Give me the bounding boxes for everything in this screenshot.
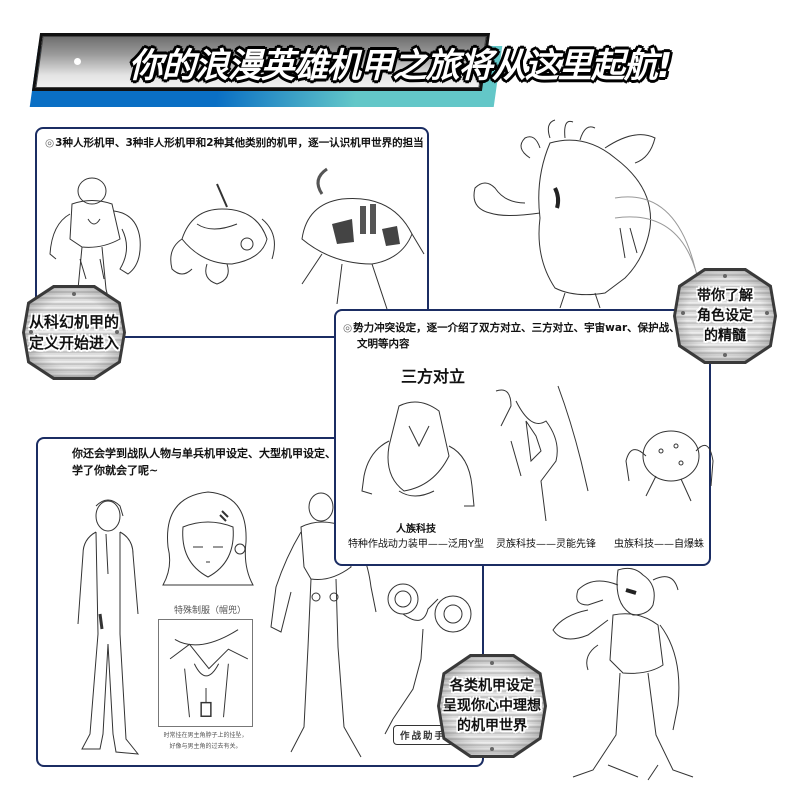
caption-text: 势力冲突设定，逐一介绍了双方对立、三方对立、宇宙war、保护战、科技 bbox=[353, 322, 701, 334]
badge-line: 带你了解 bbox=[697, 288, 753, 304]
rivet-icon bbox=[723, 274, 727, 278]
alien-creature-sketch bbox=[455, 118, 705, 308]
panel-caption-line2: 学了你就会了呢~ bbox=[72, 464, 159, 477]
badge-line: 角色设定 bbox=[697, 308, 753, 324]
insectoid-mecha-sketch bbox=[292, 164, 427, 314]
badge-mecha: 各类机甲设定 呈现你心中理想 的机甲世界 bbox=[440, 657, 544, 755]
faction-heading: 三方对立 bbox=[401, 367, 466, 386]
pendant-note-line: 好像与男主角的过去有关。 bbox=[169, 743, 242, 750]
rivet-icon bbox=[535, 704, 539, 708]
caption-bullet-icon: ◎ bbox=[343, 322, 353, 334]
rivet-icon bbox=[29, 330, 33, 334]
rivet-icon bbox=[723, 353, 727, 357]
pendant-note: 时常挂在男主角脖子上的挂坠， 好像与男主角的过去有关。 bbox=[153, 730, 258, 752]
rivet-icon bbox=[72, 292, 76, 296]
rivet-icon bbox=[445, 704, 449, 708]
badge-line: 从科幻机甲的 bbox=[28, 312, 119, 331]
banner-dot-right-icon bbox=[716, 58, 723, 65]
demon-creature-sketch bbox=[548, 565, 718, 785]
panel-caption: ◎3种人形机甲、3种非人形机甲和2种其他类别的机甲，逐一认识机甲世界的担当 bbox=[45, 135, 424, 151]
caption-bullet-icon: ◎ bbox=[45, 137, 55, 149]
panel-caption-line2: 文明等内容 bbox=[357, 338, 410, 350]
caption-text: 3种人形机甲、3种非人形机甲和2种其他类别的机甲，逐一认识机甲世界的担当 bbox=[55, 137, 424, 149]
human-faction-mecha-sketch bbox=[354, 396, 484, 516]
badge-intro: 从科幻机甲的 定义开始进入 bbox=[25, 288, 123, 377]
badge-intro-text: 从科幻机甲的 定义开始进入 bbox=[29, 312, 119, 354]
rivet-icon bbox=[490, 747, 494, 751]
badge-character: 带你了解 角色设定 的精髓 bbox=[676, 271, 774, 361]
drone-assistant-sketch bbox=[383, 579, 483, 744]
header-banner: 你的浪漫英雄机甲之旅将从这里起航! bbox=[0, 0, 800, 120]
panel-mecha-types: ◎3种人形机甲、3种非人形机甲和2种其他类别的机甲，逐一认识机甲世界的担当 bbox=[35, 127, 429, 338]
rivet-icon bbox=[765, 311, 769, 315]
badge-line: 的精髓 bbox=[704, 328, 746, 344]
pendant-note-line: 时常挂在男主角脖子上的挂坠， bbox=[163, 732, 248, 739]
badge-line: 呈现你心中理想 bbox=[443, 698, 541, 714]
faction-label-top: 人族科技 bbox=[396, 524, 436, 535]
hood-label: 特殊制服（帽兜） bbox=[173, 606, 246, 616]
spirit-faction-mecha-sketch bbox=[486, 381, 591, 526]
badge-line: 定义开始进入 bbox=[28, 333, 119, 352]
badge-line: 的机甲世界 bbox=[457, 718, 527, 734]
rivet-icon bbox=[681, 311, 685, 315]
panel-caption-line1: 你还会学到战队人物与单兵机甲设定、大型机甲设定、反派 bbox=[72, 447, 358, 460]
badge-character-text: 带你了解 角色设定 的精髓 bbox=[697, 286, 753, 346]
pendant-closeup-frame bbox=[158, 619, 253, 727]
faction-label: 灵族科技——灵能先锋 bbox=[496, 539, 596, 550]
suited-man-sketch bbox=[68, 494, 148, 759]
faction-label: 虫族科技——自爆蛛 bbox=[614, 539, 704, 550]
rivet-icon bbox=[490, 661, 494, 665]
banner-dot-left-icon bbox=[74, 58, 81, 65]
insect-faction-spider-sketch bbox=[621, 421, 716, 506]
badge-mecha-text: 各类机甲设定 呈现你心中理想 的机甲世界 bbox=[443, 676, 541, 736]
faction-label: 特种作战动力装甲——泛用Y型 bbox=[347, 539, 485, 550]
crab-mecha-sketch bbox=[162, 179, 282, 289]
badge-line: 各类机甲设定 bbox=[450, 678, 534, 694]
hooded-character-sketch bbox=[158, 487, 258, 595]
rivet-icon bbox=[115, 330, 119, 334]
panel-caption-line1: ◎势力冲突设定，逐一介绍了双方对立、三方对立、宇宙war、保护战、科技 bbox=[343, 320, 701, 336]
humanoid-mecha-sketch bbox=[42, 169, 147, 319]
banner-title: 你的浪漫英雄机甲之旅将从这里起航! bbox=[128, 46, 673, 86]
panel-factions: ◎势力冲突设定，逐一介绍了双方对立、三方对立、宇宙war、保护战、科技 文明等内… bbox=[334, 309, 714, 566]
